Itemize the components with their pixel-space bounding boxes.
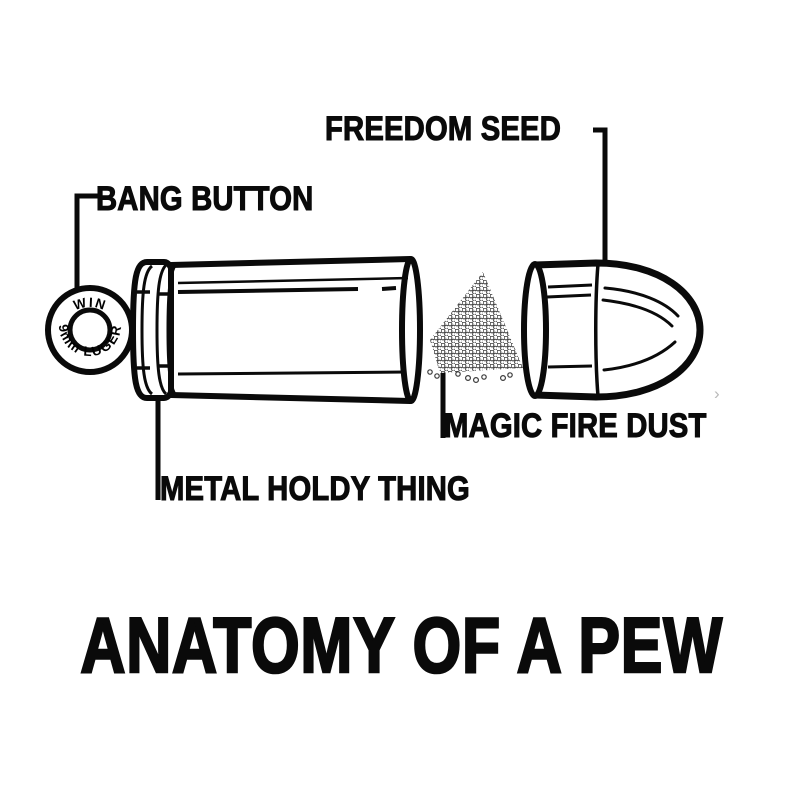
callout-label-metal-holdy-thing: METAL HOLDY THING [160, 470, 471, 508]
case-highlight-upper-thick [177, 287, 359, 294]
gunpowder-loose-grains [427, 369, 513, 384]
stray-chevron-mark: › [714, 384, 720, 403]
cartridge-case-group [130, 256, 423, 404]
case-mouth-ellipse [399, 256, 423, 404]
bullet-outline [521, 259, 704, 401]
case-rim-detail-lines [140, 263, 178, 397]
case-highlight-dash [381, 286, 397, 291]
bullet-group [521, 259, 704, 401]
primer-group: WIN 9mm LUGER [45, 285, 135, 375]
case-rim-tick-marks [137, 290, 170, 370]
headstamp-top-text: WIN [72, 295, 109, 314]
primer-inner-cup [67, 307, 113, 353]
case-highlight-upper-thin [177, 276, 409, 285]
leader-line-freedom-seed [593, 127, 608, 265]
bullet-nose-highlights [601, 286, 680, 372]
bullet-cannelure-line [594, 263, 600, 397]
bullet-bearing-highlights [546, 283, 593, 369]
callout-label-bang-button: BANG BUTTON [96, 180, 314, 218]
case-body-highlight-lines [177, 276, 409, 376]
callout-label-freedom-seed: FREEDOM SEED [325, 110, 562, 148]
case-highlight-lower [177, 370, 407, 376]
poster-title: ANATOMY OF A PEW [0, 601, 800, 689]
leader-line-bang-button [74, 193, 99, 290]
bullet-base-ellipse [521, 261, 549, 399]
poster-title-text: ANATOMY OF A PEW [79, 601, 723, 689]
callout-label-magic-fire-dust: MAGIC FIRE DUST [444, 407, 707, 445]
